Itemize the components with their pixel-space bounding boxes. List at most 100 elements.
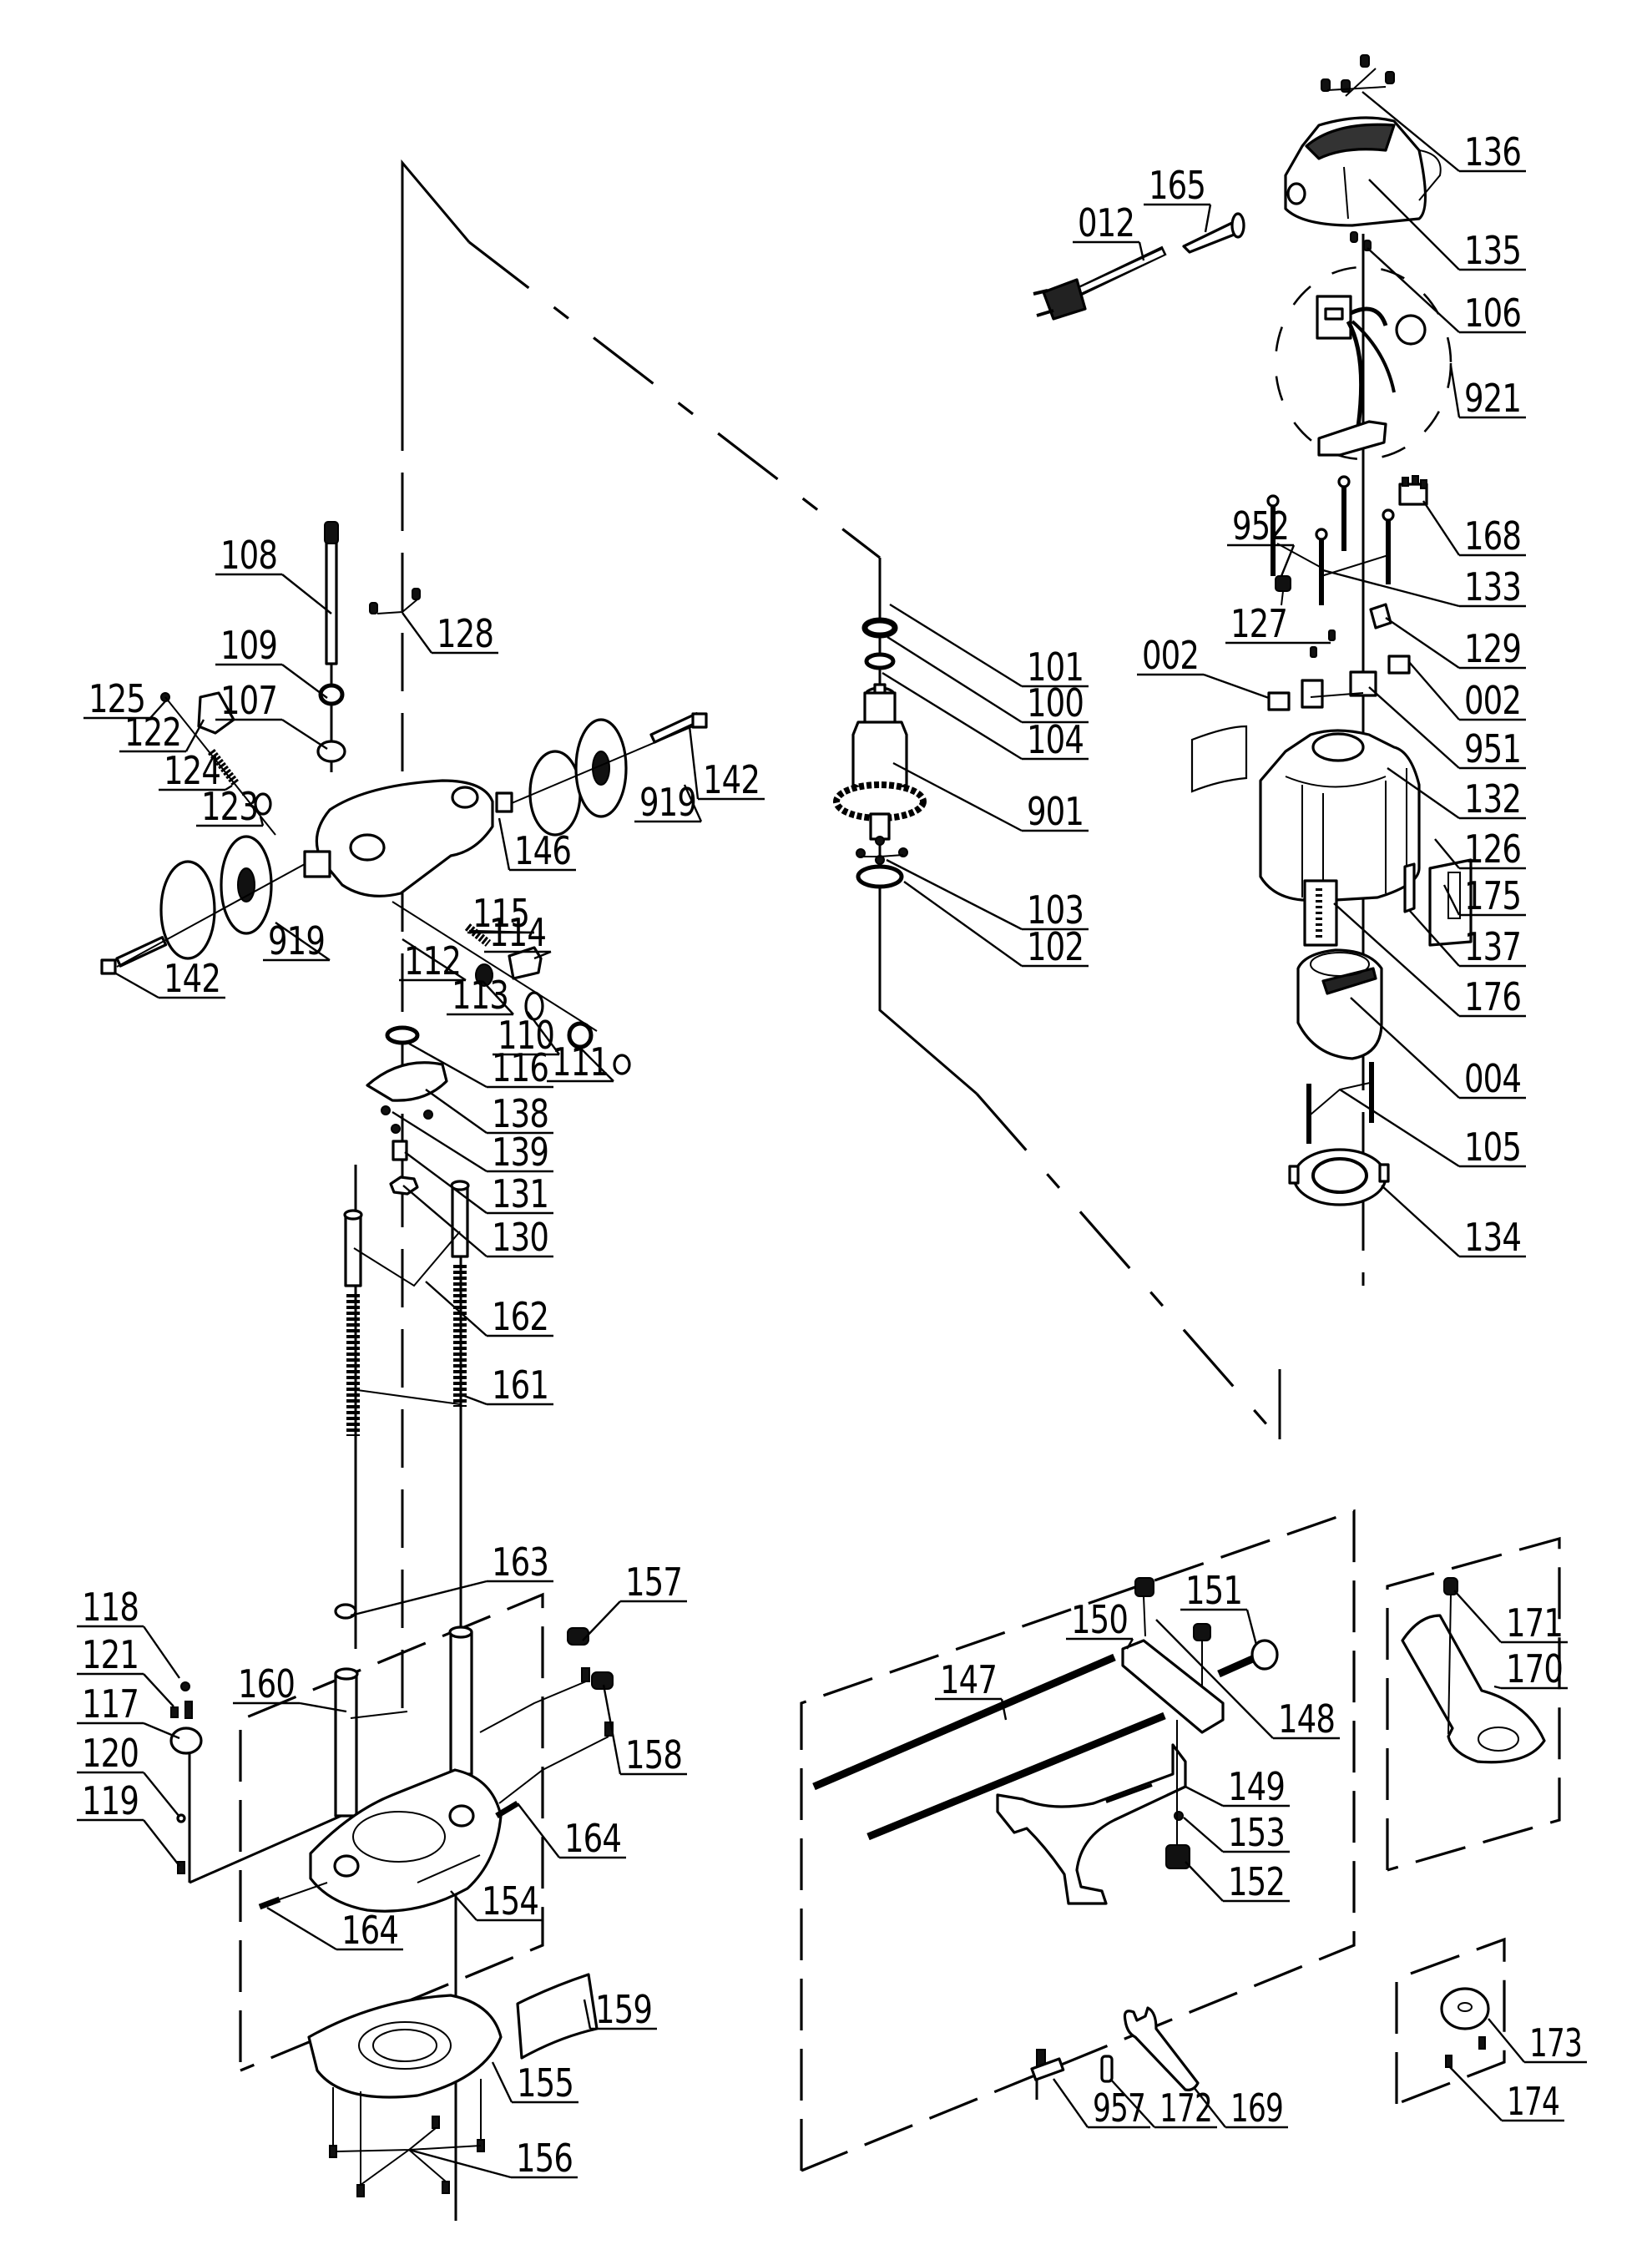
callout-106: 106: [1367, 247, 1526, 336]
callout-105: 105: [1339, 1088, 1526, 1170]
leader-line: [1185, 1785, 1224, 1807]
part-number-label: 154: [482, 1878, 538, 1924]
leader-line: [889, 603, 1023, 688]
spring-124: [208, 748, 239, 786]
callout-957: 957: [1053, 2078, 1150, 2131]
part-number-label: 002: [1464, 678, 1521, 723]
callout-142a: 142: [688, 726, 765, 802]
knob-157b: [591, 1671, 614, 1690]
leader-line: [1125, 1638, 1134, 1650]
guide-rod-147a: [812, 1653, 1116, 1791]
callout-174: 174: [1448, 2065, 1564, 2124]
leader-line: [1381, 1185, 1460, 1257]
brush-holder-952: [1275, 575, 1291, 606]
motor-housing-group: [1190, 475, 1473, 1206]
column-160-right: [449, 1631, 473, 1776]
leader-line: [1245, 1609, 1258, 1646]
part-number-label: 148: [1278, 1696, 1335, 1742]
callout-100: 100: [887, 635, 1089, 726]
leader-line: [1368, 686, 1460, 769]
leader-line: [1183, 1817, 1224, 1853]
lever-122: [197, 691, 235, 735]
terminal-block-168: [1398, 475, 1428, 506]
leader-line: [425, 1281, 488, 1337]
screw-139c: [391, 1124, 401, 1134]
callout-175: 175: [1442, 873, 1526, 918]
part-number-label: 170: [1506, 1646, 1563, 1691]
leader-line: [143, 1625, 180, 1679]
callout-128: 128: [402, 611, 498, 656]
part-number-label: 012: [1078, 200, 1134, 245]
callout-114: 114: [484, 910, 552, 960]
base-group: [169, 1625, 614, 2197]
callout-142b: 142: [114, 956, 225, 1001]
callout-107: 107: [215, 678, 328, 751]
leader-line: [1387, 767, 1460, 819]
callout-921: 921: [1449, 365, 1526, 421]
screw-156a: [329, 2145, 337, 2158]
screw-156c: [432, 2116, 440, 2129]
leader-line: [404, 1151, 488, 1214]
callout-919a: 919: [634, 780, 703, 825]
ring-134: [1288, 1148, 1390, 1206]
leader-line: [683, 784, 703, 822]
knob-152: [1165, 1844, 1190, 1869]
leader-line: [887, 635, 1023, 724]
part-number-label: 142: [164, 956, 220, 1001]
nut-113: [475, 963, 493, 987]
leader-line: [1280, 544, 1296, 577]
armature-group: [833, 617, 927, 889]
leader-line: [143, 1722, 180, 1740]
callout-173: 173: [1488, 2018, 1587, 2065]
leader-line: [1449, 365, 1461, 418]
leader-line: [1000, 1698, 1008, 1721]
callout-111: 111: [547, 1039, 614, 1084]
part-number-label: 102: [1027, 924, 1084, 969]
leader-line: [392, 1110, 488, 1173]
pin-123: [254, 792, 272, 816]
callout-169: 169: [1193, 2086, 1288, 2131]
part-number-label: 121: [82, 1632, 139, 1677]
part-number-label: 127: [1230, 601, 1287, 646]
callout-130: 130: [402, 1185, 553, 1260]
leader-line: [1385, 617, 1460, 669]
callout-110: 110: [493, 1011, 560, 1058]
nut-111: [567, 1021, 594, 1049]
part-number-label: 122: [124, 710, 181, 755]
leader-line: [459, 1393, 488, 1406]
part-number-label: 119: [82, 1778, 139, 1823]
part-number-label: 113: [452, 973, 508, 1018]
pin-164-right: [495, 1800, 519, 1819]
callout-158: 158: [602, 1684, 687, 1777]
part-number-label: 150: [1071, 1597, 1128, 1642]
part-number-label: 129: [1464, 626, 1521, 671]
callout-165: 165: [1144, 163, 1212, 233]
leader-line: [225, 784, 233, 791]
chip-guard-159: [516, 1973, 599, 2060]
callout-159: 159: [583, 1987, 657, 2032]
callout-160: 160: [233, 1661, 347, 1713]
callout-919b: 919: [263, 918, 331, 963]
bearing-101: [861, 617, 898, 639]
callout-162: 162: [425, 1281, 553, 1339]
brush-holder-951b: [1349, 670, 1377, 697]
leader-line: [1453, 1590, 1502, 1643]
depth-scale-176: [1303, 879, 1338, 947]
leader-line: [602, 1684, 622, 1775]
clip-129: [1369, 603, 1392, 629]
guide-block-150: [1121, 1639, 1225, 1734]
screw-106-icon: [1350, 231, 1358, 243]
callout-134: 134: [1381, 1185, 1526, 1260]
callout-148: 148: [1155, 1619, 1340, 1742]
callout-002a: 002: [1137, 633, 1270, 700]
callout-113: 113: [447, 973, 514, 1018]
screw-121b: [184, 1701, 193, 1719]
depth-rod-108: [325, 537, 338, 665]
callout-123: 123: [196, 784, 265, 829]
part-number-label: 152: [1228, 1859, 1285, 1904]
washer-116: [385, 1025, 420, 1045]
leader-line: [281, 664, 328, 699]
part-number-label: 164: [341, 1908, 398, 1953]
callout-152: 152: [1185, 1859, 1290, 1904]
part-number-label: 105: [1464, 1125, 1521, 1170]
